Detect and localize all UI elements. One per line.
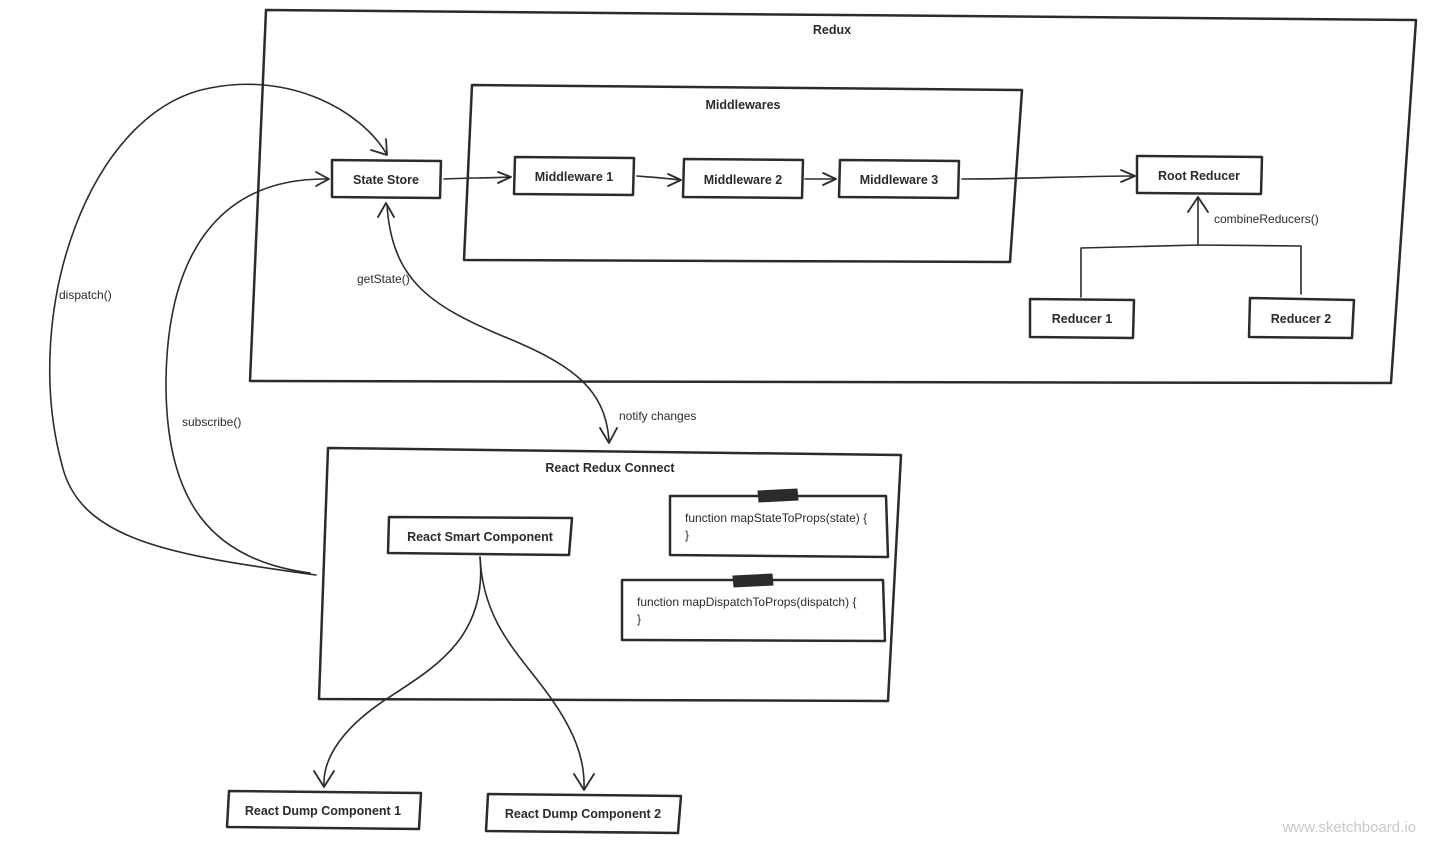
reducer-2-label: Reducer 2: [1271, 312, 1331, 326]
redux-group[interactable]: Redux: [248, 8, 1418, 385]
dump-component-2-box: [484, 792, 683, 835]
arrowhead-notify: [599, 427, 618, 444]
redux-frame: [248, 8, 1418, 385]
root-reducer-node[interactable]: Root Reducer: [1135, 154, 1264, 196]
reducer-2-box: [1247, 296, 1356, 340]
dump-component-2-node[interactable]: React Dump Component 2: [484, 792, 683, 835]
middlewares-group[interactable]: Middlewares: [462, 83, 1024, 264]
state-store-box: [330, 158, 443, 200]
redux-group-title: Redux: [813, 23, 851, 37]
middleware-2-node[interactable]: Middleware 2: [681, 157, 805, 200]
map-state-note-line-1: function mapStateToProps(state) {: [685, 511, 867, 525]
map-state-note[interactable]: function mapStateToProps(state) { }: [668, 488, 890, 559]
subscribe-label: subscribe(): [182, 415, 241, 429]
arrowhead-dump2: [573, 773, 595, 791]
sketchboard-watermark: www.sketchboard.io: [1282, 819, 1416, 836]
map-dispatch-note[interactable]: function mapDispatchToProps(dispatch) { …: [620, 573, 887, 643]
arrowhead-subscribe: [315, 171, 330, 187]
arrowhead-combine-reducers: [1187, 196, 1209, 213]
arrowhead-mw1: [497, 171, 512, 184]
reducer-1-label: Reducer 1: [1052, 312, 1112, 326]
middleware-1-node[interactable]: Middleware 1: [512, 155, 636, 197]
edge-mw1-to-mw2: [636, 175, 681, 181]
arrowhead-dispatch: [370, 138, 388, 156]
get-state-label: getState(): [357, 272, 410, 286]
root-reducer-box: [1135, 154, 1264, 196]
arrowhead-get-state: [377, 202, 395, 218]
middleware-1-box: [512, 155, 636, 197]
edge-smart-to-dump2: [479, 556, 585, 789]
arrowhead-root-reducer: [1120, 169, 1136, 183]
arrowhead-mw3: [822, 172, 837, 186]
connect-group-title: React Redux Connect: [545, 461, 675, 475]
middleware-3-node[interactable]: Middleware 3: [837, 158, 961, 200]
dump-component-1-box: [225, 789, 423, 831]
arrowhead-dump1: [313, 770, 335, 788]
connect-frame: [317, 446, 903, 703]
middlewares-frame: [462, 83, 1024, 264]
edge-mw3-to-root-reducer: [961, 175, 1135, 180]
state-store-label: State Store: [353, 173, 419, 187]
reducer-1-box: [1028, 297, 1136, 340]
combine-reducers-label: combineReducers(): [1214, 212, 1319, 226]
middleware-1-label: Middleware 1: [535, 170, 614, 184]
edge-dispatch: [49, 83, 387, 576]
dump-component-2-label: React Dump Component 2: [505, 807, 661, 821]
edge-subscribe: [165, 178, 328, 574]
middleware-3-label: Middleware 3: [860, 173, 939, 187]
notify-changes-label: notify changes: [619, 409, 696, 423]
middlewares-group-title: Middlewares: [705, 98, 780, 112]
smart-component-node[interactable]: React Smart Component: [386, 515, 574, 557]
middleware-2-box: [681, 157, 805, 200]
edge-store-to-mw1: [443, 176, 511, 180]
map-state-note-line-2: }: [685, 528, 689, 542]
map-dispatch-note-line-1: function mapDispatchToProps(dispatch) {: [637, 595, 856, 609]
edge-get-state-notify: [386, 204, 610, 441]
state-store-node[interactable]: State Store: [330, 158, 443, 200]
map-dispatch-note-line-2: }: [637, 612, 641, 626]
map-dispatch-note-box: [620, 578, 887, 643]
reducer-2-node[interactable]: Reducer 2: [1247, 296, 1356, 340]
dispatch-label: dispatch(): [59, 288, 112, 302]
dump-component-1-label: React Dump Component 1: [245, 804, 401, 818]
dump-component-1-node[interactable]: React Dump Component 1: [225, 789, 423, 831]
middleware-2-label: Middleware 2: [704, 173, 783, 187]
edge-reducers-to-root: [1080, 198, 1302, 298]
middleware-3-box: [837, 158, 961, 200]
map-state-note-box: [668, 494, 890, 559]
map-state-note-tape: [757, 488, 799, 503]
reducer-1-node[interactable]: Reducer 1: [1028, 297, 1136, 340]
smart-component-label: React Smart Component: [407, 530, 554, 544]
smart-component-box: [386, 515, 574, 557]
root-reducer-label: Root Reducer: [1158, 169, 1240, 183]
connect-group[interactable]: React Redux Connect: [317, 446, 903, 703]
map-dispatch-note-tape: [732, 573, 774, 588]
arrowhead-mw2: [667, 173, 682, 187]
edge-smart-to-dump1: [323, 556, 482, 786]
